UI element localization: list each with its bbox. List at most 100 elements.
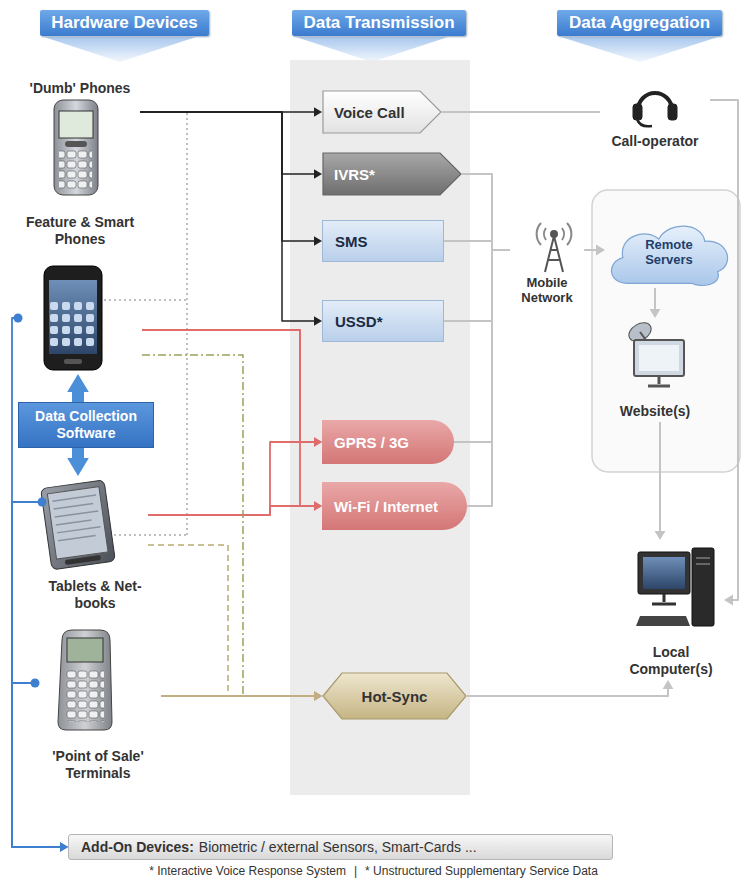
node-text: Wi-Fi / Internet bbox=[334, 498, 438, 515]
device-label: 'Point of Sale' Terminals bbox=[35, 622, 161, 784]
smartphone-icon bbox=[44, 266, 102, 370]
arrowhead bbox=[314, 691, 322, 701]
node-text: Website(s) bbox=[620, 403, 691, 420]
header-chevron bbox=[44, 37, 196, 62]
connector-dot bbox=[14, 314, 23, 323]
node-text: Hot-Sync bbox=[362, 688, 428, 705]
connector bbox=[140, 112, 322, 179]
connector bbox=[467, 680, 673, 696]
addon-bar: Add-On Devices:Biometric / external Sens… bbox=[68, 834, 613, 860]
node-text: GPRS / 3G bbox=[334, 434, 409, 451]
node-text: USSD* bbox=[335, 313, 383, 330]
connector bbox=[67, 448, 89, 476]
connector-dot bbox=[38, 498, 47, 507]
connector bbox=[710, 100, 738, 605]
connector bbox=[161, 691, 322, 701]
connector-line bbox=[140, 112, 316, 321]
connector-line bbox=[142, 330, 316, 506]
connector bbox=[444, 250, 510, 321]
connector-line bbox=[444, 241, 510, 250]
arrowhead bbox=[650, 309, 661, 318]
pos-terminal-icon bbox=[58, 630, 112, 730]
node-text: Add-On Devices: bbox=[81, 839, 194, 855]
connector bbox=[650, 288, 661, 318]
connector bbox=[67, 374, 89, 402]
node-text: Feature & Smart Phones bbox=[21, 214, 139, 248]
connector bbox=[12, 498, 68, 852]
arrowhead bbox=[60, 842, 68, 852]
dumb-phone-icon bbox=[54, 100, 98, 195]
node-text: SMS bbox=[335, 233, 368, 250]
headset-icon bbox=[633, 93, 677, 126]
node-text: Data Aggregation bbox=[569, 13, 710, 33]
header-chevron bbox=[296, 37, 448, 62]
arrowhead bbox=[596, 245, 605, 256]
node-text: Voice Call bbox=[334, 104, 405, 121]
column-header: Data Transmission bbox=[292, 10, 466, 36]
connector bbox=[655, 422, 666, 540]
connector bbox=[140, 112, 322, 326]
arrowhead bbox=[314, 437, 322, 447]
aggregator-label: Mobile Network bbox=[510, 222, 584, 308]
computer-icon bbox=[636, 548, 714, 626]
node-text: Call-operator bbox=[611, 133, 698, 150]
connector-line bbox=[467, 250, 510, 506]
device-label: Tablets & Net-books bbox=[42, 476, 148, 614]
server-cloud: Remote Servers bbox=[605, 218, 733, 288]
node-text: Tablets & Net-books bbox=[45, 578, 145, 612]
node-text: Mobile Network bbox=[513, 275, 581, 306]
connector-line bbox=[140, 112, 316, 241]
connector bbox=[467, 250, 510, 506]
arrowhead bbox=[314, 437, 322, 447]
arrowhead bbox=[314, 691, 322, 701]
double-arrow-outline bbox=[323, 673, 466, 719]
node-text: 'Point of Sale' Terminals bbox=[38, 748, 158, 782]
software-box: Data Collection Software bbox=[18, 402, 154, 448]
arrowhead bbox=[314, 316, 322, 326]
arrowhead bbox=[724, 595, 733, 606]
connector-line bbox=[148, 506, 316, 515]
connector-line bbox=[148, 442, 316, 515]
channel-pill: Wi-Fi / Internet bbox=[322, 482, 467, 530]
tablet-icon bbox=[41, 480, 116, 570]
arrowhead bbox=[60, 842, 68, 852]
node-text: Remote Servers bbox=[621, 238, 717, 268]
connector-line bbox=[142, 330, 316, 442]
connector bbox=[148, 501, 322, 515]
footnote: * Interactive Voice Response System|* Un… bbox=[0, 864, 747, 878]
footnote-text: | bbox=[354, 864, 357, 878]
arrowhead bbox=[314, 691, 322, 701]
arrowhead bbox=[314, 501, 322, 511]
connector bbox=[142, 330, 322, 511]
channel-arrow: IVRS* bbox=[322, 152, 462, 196]
connector-line bbox=[442, 111, 600, 113]
aggregator-label: Call-operator bbox=[600, 80, 710, 152]
connector-line bbox=[584, 249, 598, 251]
connector bbox=[454, 250, 510, 442]
node-text: 'Dumb' Phones bbox=[30, 80, 131, 97]
device-label: 'Dumb' Phones bbox=[20, 78, 140, 200]
connector-line bbox=[710, 100, 738, 600]
arrowhead bbox=[314, 501, 322, 511]
device-label: Feature & Smart Phones bbox=[18, 212, 142, 374]
footnote-text: * Interactive Voice Response System bbox=[149, 864, 346, 878]
connector-line bbox=[12, 502, 62, 847]
dotted-link bbox=[104, 112, 187, 535]
channel-pill: GPRS / 3G bbox=[322, 420, 454, 464]
channel-box: SMS bbox=[322, 220, 444, 262]
arrowhead bbox=[314, 236, 322, 246]
connector bbox=[140, 112, 322, 246]
antenna-icon bbox=[537, 223, 572, 272]
arrowhead bbox=[314, 107, 322, 117]
connector-line bbox=[148, 545, 316, 696]
arrowhead bbox=[655, 531, 666, 540]
aggregator-label: Website(s) bbox=[605, 318, 705, 422]
connector-line bbox=[462, 174, 510, 250]
connector-line bbox=[161, 695, 316, 697]
column-header: Data Aggregation bbox=[557, 10, 722, 36]
connector bbox=[148, 545, 322, 701]
node-text: Data Collection Software bbox=[25, 408, 147, 442]
connector bbox=[142, 330, 322, 447]
connector-dot bbox=[31, 679, 40, 688]
